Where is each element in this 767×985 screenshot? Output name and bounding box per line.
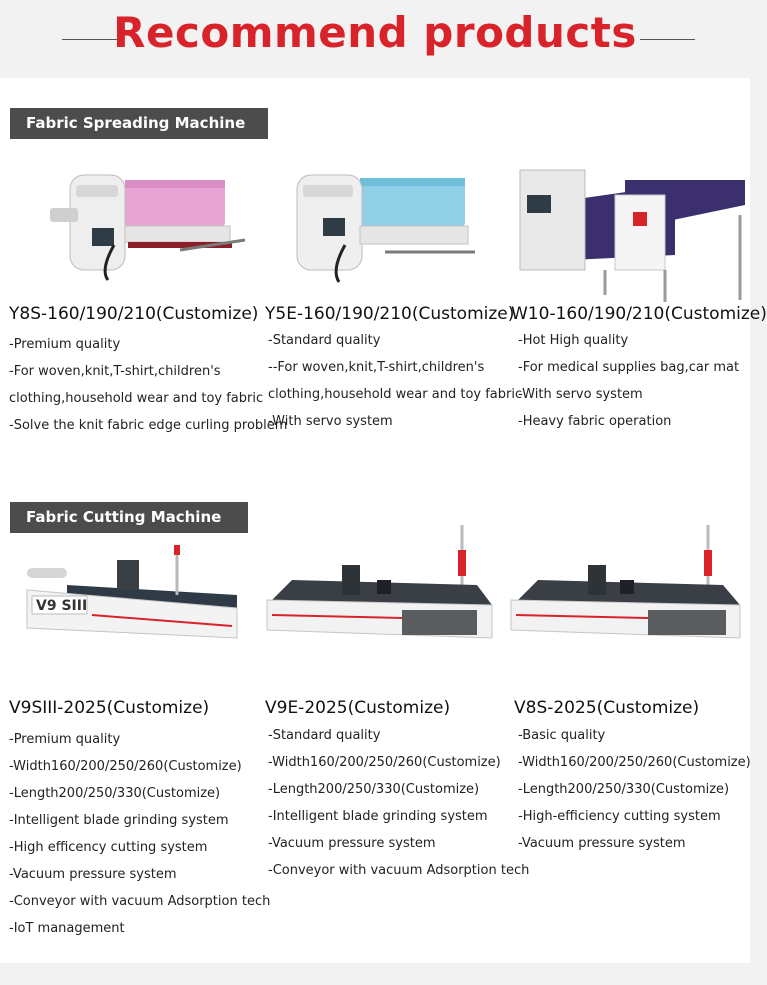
product-title-y5e: Y5E-160/190/210(Customize) bbox=[265, 304, 515, 324]
feature-v8s-3: -Length200/250/330(Customize) bbox=[518, 782, 730, 797]
feature-v8s-4: -High-efficiency cutting system bbox=[518, 809, 721, 824]
feature-v9siii-2: -Width160/200/250/260(Customize) bbox=[9, 759, 242, 774]
product-title-w10: W10-160/190/210(Customize) bbox=[511, 304, 767, 324]
feature-y5e-4: -With servo system bbox=[268, 414, 393, 429]
header-divider-left bbox=[62, 39, 120, 40]
feature-w10-3: -With servo system bbox=[518, 387, 643, 402]
section-label-cutting: Fabric Cutting Machine bbox=[10, 502, 248, 533]
feature-y8s-4: -Solve the knit fabric edge curling prob… bbox=[9, 418, 288, 433]
page-header: Recommend products bbox=[0, 0, 750, 78]
feature-v9e-6: -Conveyor with vacuum Adsorption tech bbox=[268, 863, 530, 878]
spreading-machine-w10-image bbox=[519, 169, 745, 302]
feature-v9siii-3: -Length200/250/330(Customize) bbox=[9, 786, 221, 801]
feature-v8s-2: -Width160/200/250/260(Customize) bbox=[518, 755, 751, 770]
feature-v9siii-7: -Conveyor with vacuum Adsorption tech bbox=[9, 894, 271, 909]
spreading-machine-y8s-image bbox=[50, 174, 246, 281]
feature-w10-2: -For medical supplies bag,car mat bbox=[518, 360, 740, 375]
footer-band bbox=[0, 963, 750, 985]
feature-v9e-5: -Vacuum pressure system bbox=[268, 836, 436, 851]
product-title-y8s: Y8S-160/190/210(Customize) bbox=[9, 304, 259, 324]
product-title-v8s: V8S-2025(Customize) bbox=[514, 698, 700, 718]
section-label-spreading: Fabric Spreading Machine bbox=[10, 108, 268, 139]
feature-y8s-3: clothing,household wear and toy fabric bbox=[9, 391, 264, 406]
feature-y5e-1: -Standard quality bbox=[268, 333, 381, 348]
cutting-machine-v9siii-image: V9 SIII bbox=[26, 545, 238, 639]
feature-v9siii-1: -Premium quality bbox=[9, 732, 121, 747]
feature-y8s-1: -Premium quality bbox=[9, 337, 121, 352]
feature-v9siii-4: -Intelligent blade grinding system bbox=[9, 813, 229, 828]
feature-v8s-5: -Vacuum pressure system bbox=[518, 836, 686, 851]
feature-y5e-2: --For woven,knit,T-shirt,children's bbox=[268, 360, 485, 375]
feature-v9e-4: -Intelligent blade grinding system bbox=[268, 809, 488, 824]
spreading-machine-y5e-image bbox=[296, 174, 475, 283]
feature-y8s-2: -For woven,knit,T-shirt,children's bbox=[9, 364, 221, 379]
feature-v9e-2: -Width160/200/250/260(Customize) bbox=[268, 755, 501, 770]
feature-w10-1: -Hot High quality bbox=[518, 333, 629, 348]
feature-v9siii-6: -Vacuum pressure system bbox=[9, 867, 177, 882]
cutting-machine-v9e-image bbox=[266, 525, 493, 639]
cutting-machine-v8s-image bbox=[510, 525, 741, 639]
feature-v9e-1: -Standard quality bbox=[268, 728, 381, 743]
v9siii-badge-text: V9 SIII bbox=[36, 598, 87, 614]
header-divider-right bbox=[640, 39, 695, 40]
page-title: Recommend products bbox=[113, 8, 637, 57]
feature-v9siii-5: -High efficency cutting system bbox=[9, 840, 208, 855]
product-title-v9siii: V9SIII-2025(Customize) bbox=[9, 698, 210, 718]
feature-v9siii-8: -IoT management bbox=[9, 921, 125, 936]
feature-w10-4: -Heavy fabric operation bbox=[518, 414, 672, 429]
product-title-v9e: V9E-2025(Customize) bbox=[265, 698, 451, 718]
feature-v9e-3: -Length200/250/330(Customize) bbox=[268, 782, 480, 797]
feature-y5e-3: clothing,household wear and toy fabric bbox=[268, 387, 523, 402]
feature-v8s-1: -Basic quality bbox=[518, 728, 606, 743]
